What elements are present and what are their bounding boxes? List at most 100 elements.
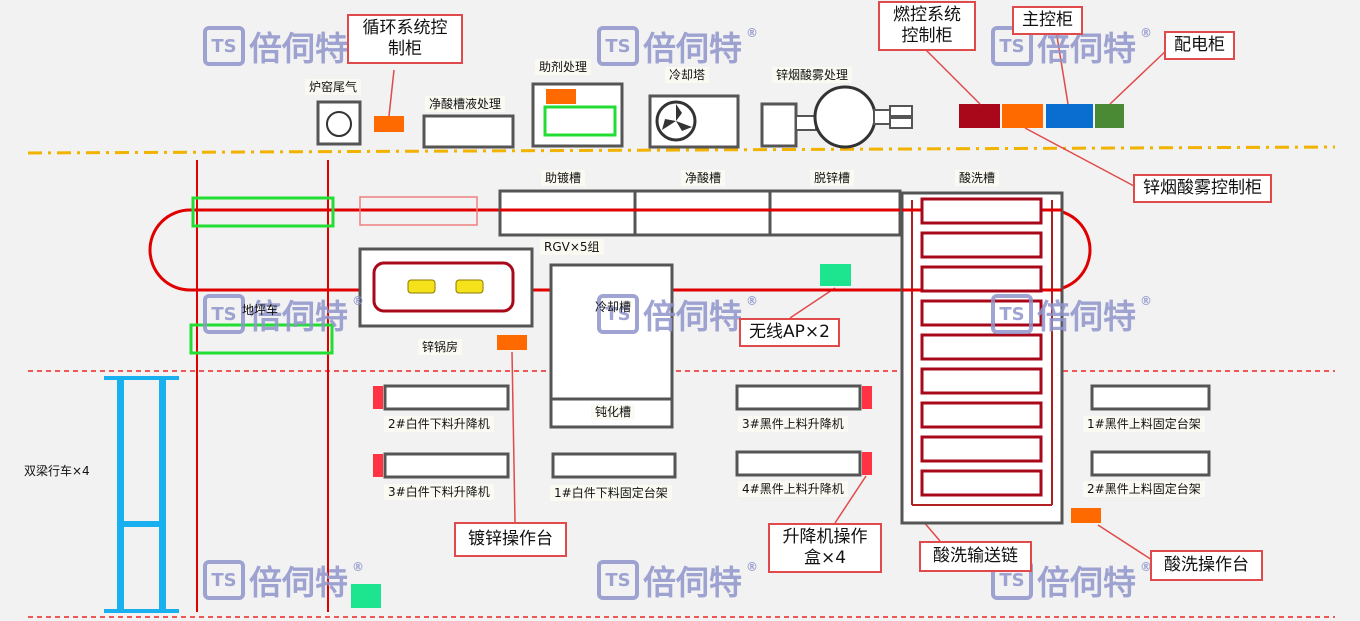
logo-icon: TS [203,560,245,600]
clean-acid-tank-box [633,189,772,237]
zinc-pot-heater-2 [455,279,484,294]
passivation-tank-box [549,397,674,429]
pickling-slot [920,367,1043,395]
label-clean-acid-tank: 净酸槽 [681,170,726,186]
zinc-fume-stack-2 [889,117,913,129]
label-pit-car: 地坪车 [242,303,279,317]
black-lift-4-box [862,452,872,475]
label-passivation-tank: 钝化槽 [591,404,636,420]
zinc-fume-stack-1 [889,105,913,117]
label-white-rack-1: 1#白件下料固定台架 [550,485,672,501]
label-zinc-fume-treatment: 锌烟酸雾处理 [772,67,853,83]
galv-console-box [497,335,527,350]
zinc-fume-scrubber [813,85,877,149]
double-beam-crane [104,376,179,613]
watermark-text: 倍伺特 [1037,563,1136,602]
callout-zinc-fume-cabinet: 锌烟酸雾控制柜 [1133,174,1272,203]
black-lift-4 [735,450,862,477]
cooling-tower-fan-blades [662,104,692,131]
wireless-ap-upper [820,264,851,286]
label-pickling-tank: 酸洗槽 [955,170,1000,186]
label-zinc-pot-room: 锌锅房 [418,339,463,355]
logo-icon: TS [597,294,639,334]
label-black-rack-1: 1#黑件上料固定台架 [1083,416,1205,432]
label-black-rack-2: 2#黑件上料固定台架 [1083,481,1205,497]
wireless-ap-lower [351,584,381,608]
watermark-text: 倍伺特 [1037,297,1136,336]
label-acid-liquid: 净酸槽液处理 [425,96,506,112]
logo-icon: TS [597,26,639,66]
pit-car-rack-lower [189,323,334,355]
label-kiln-exhaust: 炉窑尾气 [305,79,362,95]
watermark-text: 倍伺特 [643,297,742,336]
watermark-text: 倍伺特 [643,29,742,68]
zinc-fume-cabinet-box [1002,104,1043,128]
label-cooling-tower: 冷却塔 [665,67,710,83]
callout-power-cabinet: 配电柜 [1164,31,1235,60]
watermark-text: 倍伺特 [249,297,348,336]
watermark-reg: ® [1140,294,1152,308]
circulation-cabinet-box [374,116,404,132]
logo-icon: TS [991,294,1033,334]
watermark-text: 倍伺特 [249,29,348,68]
black-rack-1 [1090,384,1211,411]
flux-treatment-cabinet [546,89,576,104]
kiln-exhaust-fan [326,111,352,137]
pickling-slot [920,197,1043,225]
label-flux-tank: 助镀槽 [541,170,586,186]
watermark-reg: ® [746,26,758,40]
watermark-reg: ® [746,294,758,308]
callout-burner-cabinet: 燃控系统控制柜 [878,1,976,51]
zinc-pot-heater-1 [407,279,436,294]
zinc-pot [372,261,515,313]
pickling-console-box [1071,508,1101,523]
pickling-slot [920,333,1043,361]
power-cabinet-box [1095,104,1124,128]
zinc-fume-unit-left [760,102,798,148]
logo-icon: TS [203,26,245,66]
leader-lines [388,29,1171,561]
watermark-reg: ® [1140,26,1152,40]
black-rack-2 [1090,450,1211,477]
flux-tank-box [498,189,637,237]
pickling-slot [920,469,1043,497]
pickling-slot [920,265,1043,293]
pickling-slot [920,299,1043,327]
white-rack-1 [551,452,677,479]
watermark-reg: ® [1140,560,1152,574]
black-lift-3-box [862,386,872,409]
main-cabinet-box [1046,104,1093,128]
watermark-text: 倍伺特 [643,563,742,602]
label-white-lift-2: 2#白件下料升降机 [384,416,494,432]
white-lift-3-box [373,454,383,477]
label-double-crane: 双梁行车×4 [24,464,90,478]
zinc-fume-outlet [873,109,891,125]
burner-cabinet-box [959,104,1000,128]
pickling-slot [920,231,1043,259]
callout-wireless-ap: 无线AP×2 [739,318,840,347]
logo-icon: TS [597,560,639,600]
watermark-reg: ® [352,294,364,308]
pit-car-rack-upper [191,196,335,228]
label-black-lift-3: 3#黑件上料升降机 [738,416,848,432]
watermark-text: 倍伺特 [249,563,348,602]
pickling-tank-slots [920,197,1043,497]
callout-main-cabinet: 主控柜 [1012,6,1083,35]
logo-icon: TS [203,294,245,334]
pickling-slot [920,435,1043,463]
dezinc-tank-box [768,189,902,237]
label-rgv: RGV×5组 [540,239,604,255]
white-lift-3 [383,452,510,479]
label-dezinc-tank: 脱锌槽 [810,170,855,186]
pickling-slot [920,401,1043,429]
label-flux-treatment: 助剂处理 [535,59,592,75]
